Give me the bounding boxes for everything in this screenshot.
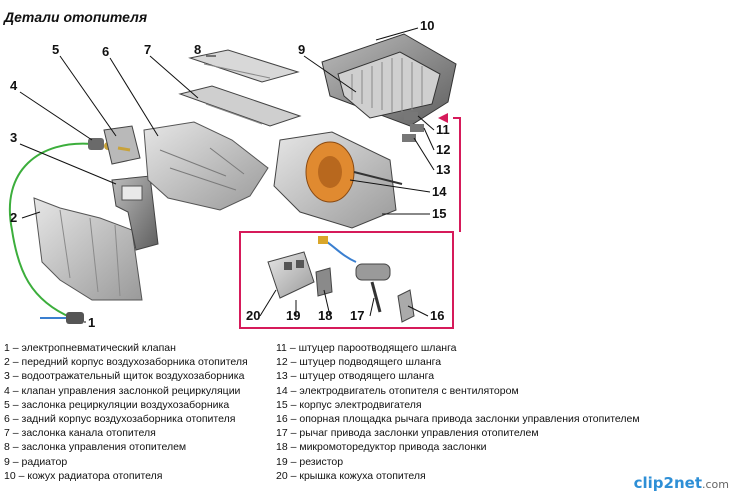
legend-item: 18 – микромоторедуктор привода заслонки — [276, 441, 487, 454]
vacuum-line-wire — [9, 142, 93, 319]
callout-number: 13 — [436, 162, 450, 177]
channel-flap-part — [178, 85, 302, 127]
callout-number: 4 — [10, 78, 18, 93]
front-housing-part — [33, 197, 143, 301]
callout-number: 16 — [430, 308, 444, 323]
steam-pipe-fitting — [404, 112, 418, 120]
page-title: Детали отопителя — [4, 9, 148, 25]
legend-item: 2 – передний корпус воздухозаборника ото… — [4, 356, 248, 369]
callout-number: 2 — [10, 210, 17, 225]
legend-item: 19 – резистор — [276, 455, 344, 468]
callout-number: 1 — [88, 315, 95, 330]
legend-item: 8 – заслонка управления отопителем — [4, 441, 187, 454]
actuator-lever-part — [370, 281, 382, 313]
callout-number: 20 — [246, 308, 260, 323]
recirculation-flap-part — [103, 125, 141, 165]
callout-number: 14 — [432, 184, 447, 199]
callout-number: 18 — [318, 308, 332, 323]
legend-item: 14 – электродвигатель отопителя с вентил… — [276, 384, 519, 397]
callout-number: 8 — [194, 42, 201, 57]
legend-item: 7 – заслонка канала отопителя — [4, 427, 156, 440]
outlet-pipe-fitting — [402, 134, 416, 142]
callout-number: 6 — [102, 44, 109, 59]
callout-number: 7 — [144, 42, 151, 57]
watermark-logo: clip2net.com — [634, 474, 729, 492]
legend-item: 16 – опорная площадка рычага привода зас… — [276, 413, 640, 426]
exploded-diagram: 1 2 3 4 5 6 7 8 9 10 11 12 13 14 15 16 1… — [9, 18, 461, 330]
legend-item: 12 – штуцер подводящего шланга — [276, 356, 442, 369]
legend-item: 17 – рычаг привода заслонки управления о… — [276, 427, 539, 440]
watermark-domain: .com — [702, 478, 729, 491]
legend-item: 6 – задний корпус воздухозаборника отопи… — [4, 413, 236, 426]
callout-number: 17 — [350, 308, 364, 323]
legend-item: 9 – радиатор — [4, 455, 68, 468]
radiator-part — [337, 51, 441, 119]
legend-item: 3 – водоотражательный щиток воздухозабор… — [4, 370, 245, 383]
actuator-inset-frame — [239, 231, 454, 329]
rear-housing-part — [143, 121, 269, 211]
callout-number: 5 — [52, 42, 59, 57]
watermark-brand: clip2net — [633, 474, 702, 492]
legend-item: 5 – заслонка рециркуляции воздухозаборни… — [4, 398, 230, 411]
legend-item: 13 – штуцер отводящего шланга — [276, 370, 435, 383]
resistor-part — [315, 267, 333, 297]
legend-item: 10 – кожух радиатора отопителя — [4, 469, 163, 482]
callout-number: 3 — [10, 130, 17, 145]
callout-number: 19 — [286, 308, 300, 323]
callout-number: 12 — [436, 142, 450, 157]
electropneumatic-valve-part — [66, 312, 84, 324]
legend-item: 15 – корпус электродвигателя — [276, 398, 422, 411]
legend-item: 20 – крышка кожуха отопителя — [276, 469, 426, 482]
callout-number: 11 — [436, 122, 450, 137]
legend-right-column: 11 – штуцер пароотводящего шланга 12 – ш… — [276, 341, 640, 483]
inlet-pipe-fitting — [410, 124, 424, 132]
callout-number: 15 — [432, 206, 446, 221]
gearmotor-part — [355, 263, 391, 281]
recirculation-valve-part — [88, 138, 104, 150]
legend-item: 4 – клапан управления заслонкой рециркул… — [4, 384, 241, 397]
callout-number: 9 — [298, 42, 305, 57]
lever-support-pad-part — [397, 289, 415, 323]
legend-item: 1 – электропневматический клапан — [4, 342, 176, 354]
legend-item: 11 – штуцер пароотводящего шланга — [276, 342, 457, 354]
legend-left-column: 1 – электропневматический клапан 2 – пер… — [4, 341, 248, 483]
control-flap-part — [188, 49, 300, 83]
callout-number: 10 — [420, 18, 434, 33]
